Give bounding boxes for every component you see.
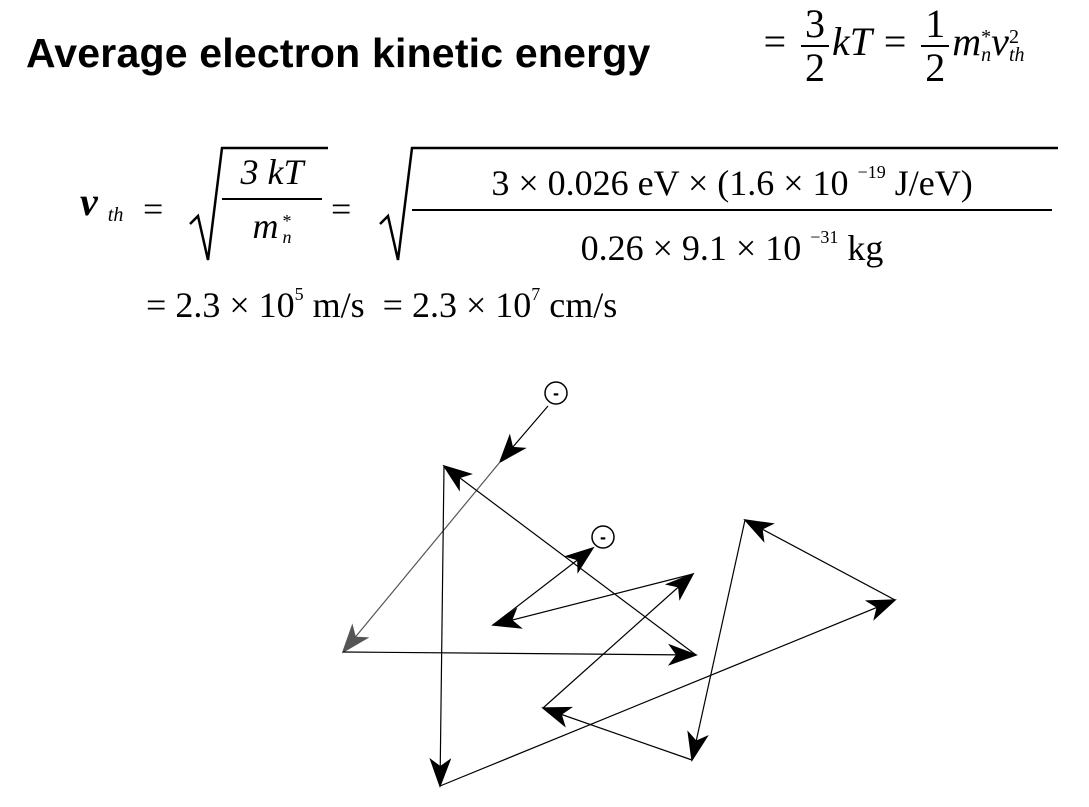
square-root-sign-small [189,146,328,261]
electron-charge-label: - [600,527,606,547]
path-segment [491,573,694,629]
velocity-symbol: v [991,19,1009,65]
square-root-sign-large [379,146,1058,261]
mass-letter: m [252,206,279,246]
thermal-velocity-symbol: v th [80,178,123,227]
velocity-superscript: 2 [1008,26,1019,48]
unit-cmps: cm/s [549,285,618,326]
path-segment [541,706,693,761]
electron-icon: - [591,525,615,549]
result-value-cmps: 2.3 × 10 [411,285,532,326]
result-value-mps: 2.3 × 10 [175,285,295,326]
numerator-unit: J/eV) [894,163,973,204]
equals-sign-2: = [331,189,352,229]
fraction-denominator: 0.26 × 9.1 × 10 −31 kg [412,217,1052,268]
path-segment [429,465,452,788]
electron-icon: - [544,381,568,405]
fraction-three-halves: 3 2 [801,4,829,88]
path-segment [442,464,697,656]
numerator-text: 3 × 0.026 eV × (1.6 × 10 [491,163,849,204]
path-segment [492,546,595,626]
fraction-bar [921,45,950,47]
kT-symbol: kT [832,19,872,65]
fraction-numerator: 3 kT [240,152,304,192]
equals-sign: = [146,285,167,326]
mass-subscript: n [981,44,992,66]
denominator-text: 0.26 × 9.1 × 10 [580,228,802,269]
equals-sign: = [761,19,788,65]
equals-sign: = [382,285,403,326]
path-segment [342,643,698,666]
th-subscript: th [107,204,124,226]
denominator-unit: kg [847,228,884,269]
fraction-denominator: 2 [925,45,946,90]
result-line: = 2.3 × 105 m/s = 2.3 × 107 cm/s [146,284,617,326]
path-segment [687,519,746,762]
result-exponent-cmps: 7 [531,284,541,304]
fraction-bar [222,198,322,200]
path-segment [439,599,897,787]
fraction-bar [801,45,829,47]
path-segment [341,461,501,654]
equals-sign-1: = [143,189,164,229]
unit-mps: m/s [312,285,365,326]
fraction-denominator: m*n [222,206,322,246]
fraction-bar [412,209,1052,212]
denominator-exponent: −31 [810,227,839,248]
fraction-one-half: 1 2 [921,1,950,90]
fraction-numerator: 3 × 0.026 eV × (1.6 × 10 −19 J/eV) [412,152,1052,203]
equals-sign: = [881,19,909,65]
electron-random-walk-diagram: - - [341,381,897,788]
title-row: Average electron kinetic energy = 3 2 kT… [26,4,1076,108]
fraction-3kT-over-m: 3 kT m*n [222,152,322,246]
fraction-numerator: 1 [925,1,946,46]
velocity-subscript: th [1008,44,1025,66]
effective-mass-symbol: m [952,19,982,65]
mass-superscript: * [981,26,992,48]
path-segment [498,405,549,464]
mass-superscript: * [282,211,292,232]
result-exponent-mps: 5 [294,284,304,304]
fraction-numerator: 3 [805,1,825,46]
v-letter: v [80,179,98,224]
slide-title: Average electron kinetic energy [26,30,651,76]
electron-charge-label: - [553,383,559,403]
mass-subscript: n [282,226,292,247]
path-segment [542,572,695,709]
numeric-fraction: 3 × 0.026 eV × (1.6 × 10 −19 J/eV) 0.26 … [412,152,1052,268]
numerator-exponent: −19 [857,162,886,182]
path-segment [743,519,896,601]
fraction-denominator: 2 [805,45,825,90]
